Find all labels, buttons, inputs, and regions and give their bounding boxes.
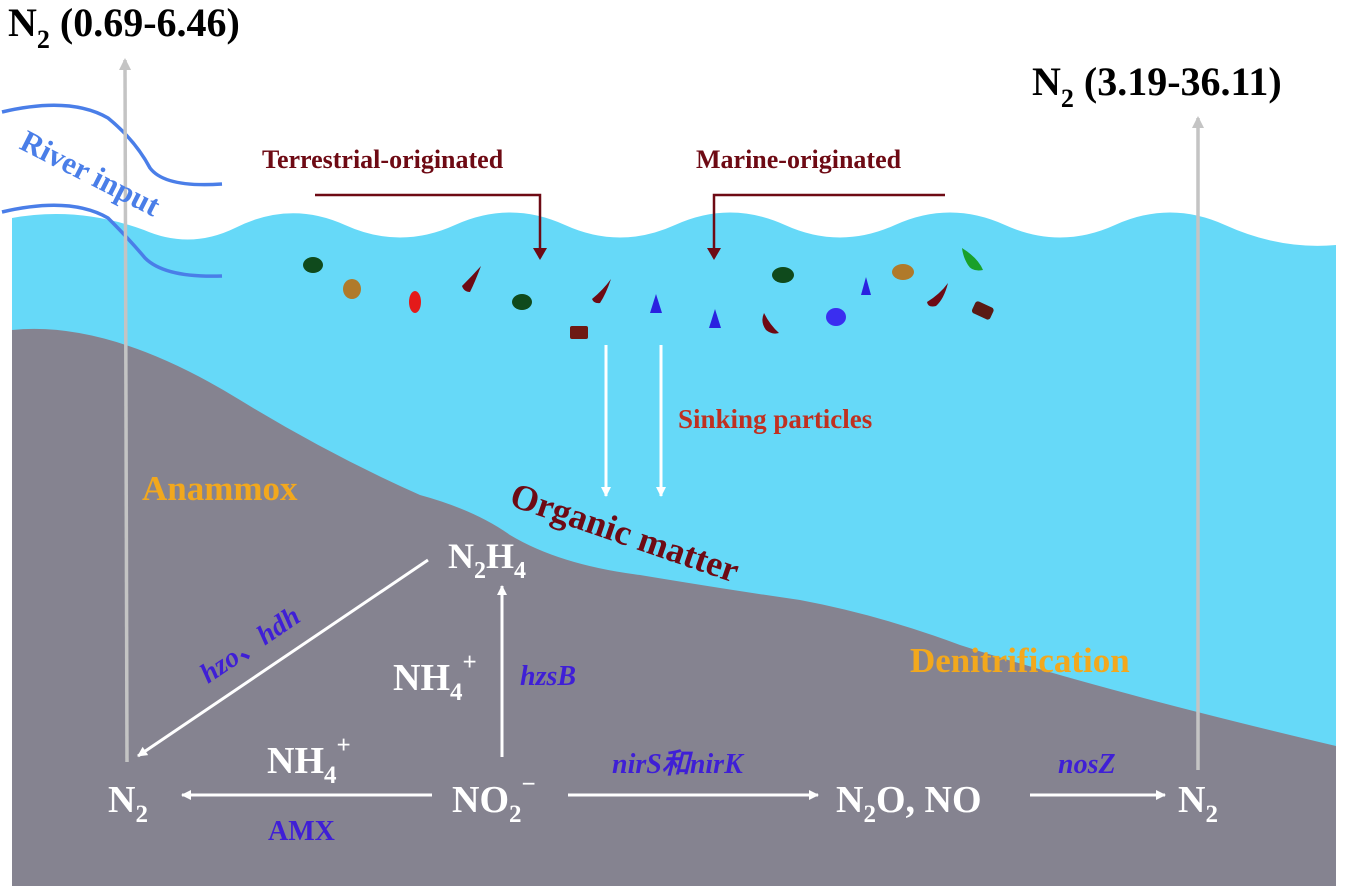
- particle-green: [772, 267, 794, 283]
- gene-nirs-nirk-label: nirS和nirK: [612, 749, 745, 780]
- river-input-label: River input: [15, 123, 167, 223]
- particle-triangle: [709, 309, 721, 328]
- n2-left-label: N2: [108, 779, 148, 828]
- nh4-upper-label: NH4+: [393, 649, 477, 706]
- particle-claw: [927, 283, 948, 307]
- gene-amx-label: AMX: [268, 816, 335, 847]
- terrestrial-input-arrow: [315, 193, 547, 260]
- particle-green: [303, 257, 323, 273]
- anammox-label: Anammox: [142, 469, 298, 508]
- gene-nosz-label: nosZ: [1058, 749, 1116, 780]
- river-curve-top: [1, 103, 223, 187]
- terrestrial-label: Terrestrial-originated: [262, 145, 504, 174]
- emission-label-right: N2(3.19-36.11): [1032, 59, 1282, 113]
- gene-hzsb-label: hzsB: [520, 661, 576, 692]
- denitrification-label: Denitrification: [910, 641, 1130, 680]
- particle-green: [512, 294, 532, 310]
- particle-square: [570, 326, 588, 339]
- particle-leaf: [962, 248, 983, 271]
- n2o-no-label: N2O, NO: [836, 779, 982, 828]
- particle-claw: [462, 266, 481, 292]
- sediment-body: [12, 328, 1336, 886]
- sinking-particles-label: Sinking particles: [678, 404, 872, 434]
- particle-claw: [592, 279, 611, 304]
- suspended-particles: [303, 248, 994, 339]
- marine-label: Marine-originated: [696, 145, 902, 174]
- particle-square: [971, 301, 994, 320]
- emission-arrow-left: [119, 58, 132, 763]
- arrow-n2h4-to-n2: [137, 558, 429, 758]
- particle-red: [409, 291, 421, 313]
- no2-label: NO2−: [452, 771, 536, 828]
- particle-blue: [826, 308, 846, 326]
- n2-right-label: N2: [1178, 779, 1218, 828]
- n2h4-label: N2H4: [448, 536, 526, 584]
- particle-triangle: [861, 277, 871, 295]
- emission-label-left: N2(0.69-6.46): [8, 0, 240, 54]
- particle-triangle: [650, 294, 662, 313]
- nh4-lower-label: NH4+: [267, 732, 351, 789]
- marine-input-arrow: [707, 193, 945, 260]
- particle-ochre: [343, 279, 361, 299]
- particle-ochre: [892, 264, 914, 280]
- particle-claw: [762, 313, 779, 334]
